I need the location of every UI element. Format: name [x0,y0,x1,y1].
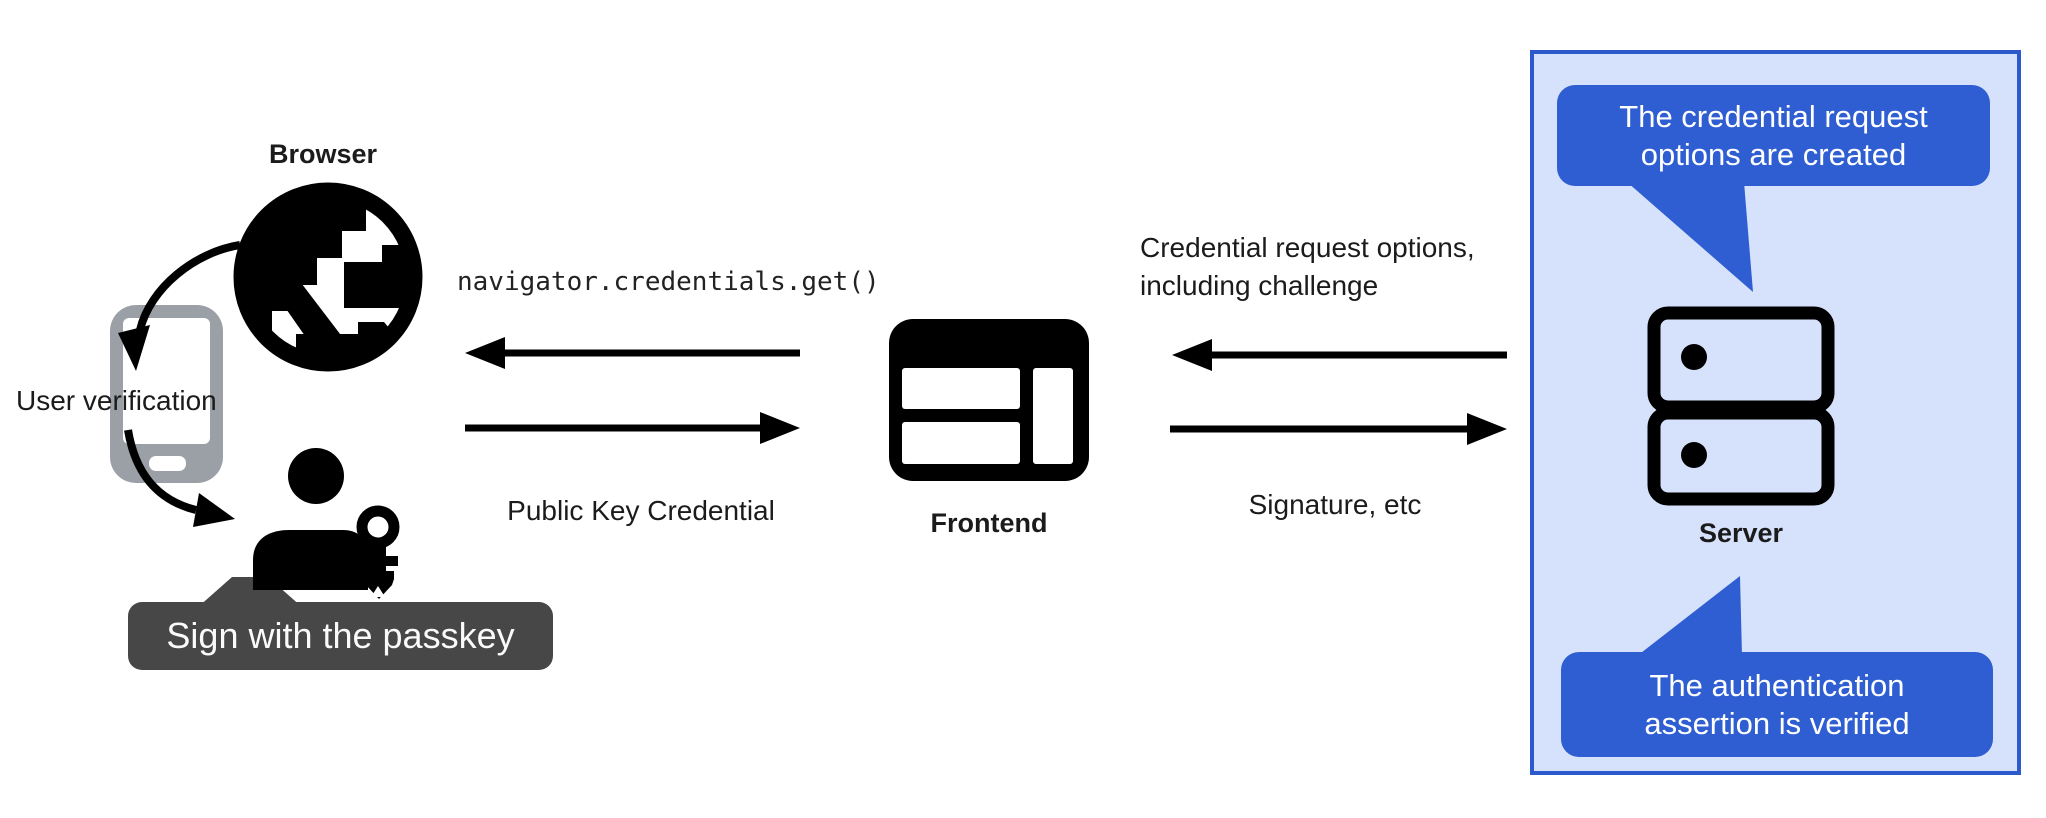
arrow-frontend-to-browser [465,337,800,369]
credentials-get-code-label: navigator.credentials.get() [457,267,880,297]
server-note-bottom-line2: assertion is verified [1644,705,1910,741]
signature-label: Signature, etc [1248,489,1422,520]
globe-icon [233,182,423,372]
arrow-browser-to-frontend [465,412,800,444]
passkey-tooltip: Sign with the passkey [128,602,553,670]
arrow-frontend-to-server [1170,413,1507,445]
credential-request-options-label: Credential request options, including ch… [1140,229,1475,305]
arrow-server-to-frontend [1172,339,1507,371]
server-note-top: The credential request options are creat… [1557,85,1990,186]
person-passkey-icon [253,448,400,599]
server-note-bottom: The authentication assertion is verified [1561,652,1993,757]
passkey-tooltip-label: Sign with the passkey [166,615,515,656]
user-verification-label: User verification [16,385,217,416]
server-note-top-line1: The credential request [1619,98,1928,134]
browser-window-icon [889,319,1089,481]
public-key-credential-label: Public Key Credential [507,495,775,526]
server-note-top-line2: options are created [1640,136,1907,172]
arrow-browser-to-phone [118,241,241,371]
credential-request-options-line2: including challenge [1140,270,1379,301]
server-label: Server [1698,518,1784,548]
frontend-label: Frontend [930,508,1048,538]
arrow-phone-to-user [124,429,235,527]
browser-label: Browser [268,139,378,169]
server-note-bottom-line1: The authentication [1649,667,1905,703]
credential-request-options-line1: Credential request options, [1140,232,1475,263]
